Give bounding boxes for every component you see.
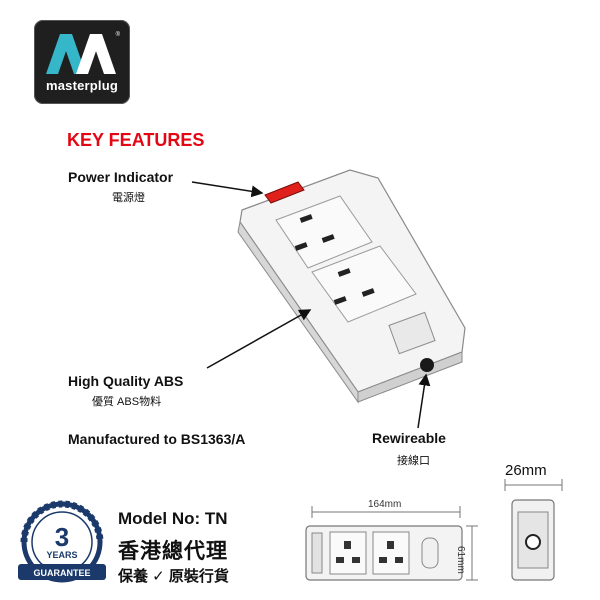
front-dimension-drawing [305,506,478,581]
standard-label: Manufactured to BS1363/A [68,431,246,447]
registered-mark: ® [115,32,120,38]
logo-wordmark: masterplug [45,78,119,93]
guarantee-badge: 3 YEARS GUARANTEE [18,500,106,583]
side-dimension-drawing [504,479,563,581]
power-indicator-arrow [191,181,264,198]
rewireable-sub: 接線口 [397,455,430,467]
hk-agent: 香港總代理 [118,540,228,563]
rewireable-arrow [417,373,431,429]
guarantee-years: 3 [55,522,69,552]
warranty-assurance: 保養 ✓ 原裝行貨 [118,568,229,585]
model-number: Model No: TN [118,509,228,528]
power-indicator-sub: 電源燈 [112,192,145,204]
power-indicator-light [264,181,305,204]
depth-dimension: 26mm [505,462,547,479]
abs-arrow [206,309,312,369]
guarantee-label: GUARANTEE [33,568,90,578]
key-features-heading: KEY FEATURES [67,130,205,150]
abs-label: High Quality ABS [68,373,184,389]
rewireable-label: Rewireable [372,430,446,446]
abs-sub: 優質 ABS物料 [92,396,162,408]
power-indicator-label: Power Indicator [68,169,174,185]
rewireable-port [420,358,434,372]
length-dimension: 164mm [368,499,402,510]
brand-logo: ® masterplug [34,20,130,104]
guarantee-seal-icon [18,500,106,583]
masterplug-m-icon [46,34,116,74]
height-dimension: 61mm [455,546,466,574]
extension-socket [237,169,466,404]
guarantee-years-unit: YEARS [46,550,77,560]
